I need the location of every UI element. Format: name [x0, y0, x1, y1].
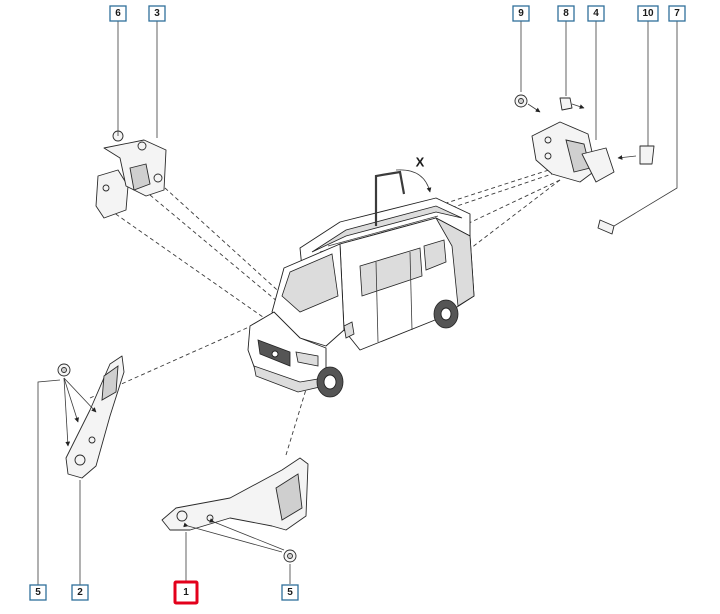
callout-4[interactable]: 4	[587, 5, 605, 22]
svg-text:5: 5	[35, 587, 41, 598]
callout-8[interactable]: 8	[557, 5, 575, 22]
svg-text:3: 3	[154, 8, 160, 19]
callout-10[interactable]: 10	[637, 5, 659, 22]
van-illustration: X	[247, 155, 475, 398]
callout-5-left[interactable]: 5	[29, 584, 47, 601]
svg-text:1: 1	[183, 587, 189, 598]
view-x-label: X	[416, 155, 425, 170]
lower-hinge-right	[161, 457, 309, 584]
svg-text:6: 6	[115, 8, 121, 19]
callout-3[interactable]: 3	[148, 5, 166, 22]
callout-6[interactable]: 6	[109, 5, 127, 22]
callout-1-selected[interactable]: 1	[173, 580, 199, 605]
svg-text:2: 2	[77, 587, 83, 598]
svg-text:10: 10	[642, 8, 654, 19]
svg-text:5: 5	[287, 587, 293, 598]
svg-text:7: 7	[674, 8, 680, 19]
upper-hinge-right	[514, 18, 678, 235]
svg-text:8: 8	[563, 8, 569, 19]
callout-9[interactable]: 9	[512, 5, 530, 22]
svg-text:9: 9	[518, 8, 524, 19]
callout-2[interactable]: 2	[71, 584, 89, 601]
callout-7[interactable]: 7	[668, 5, 686, 22]
callout-5-bottom[interactable]: 5	[281, 584, 299, 601]
upper-hinge-left	[95, 18, 167, 219]
lower-hinge-left	[37, 355, 125, 588]
svg-text:4: 4	[593, 8, 599, 19]
